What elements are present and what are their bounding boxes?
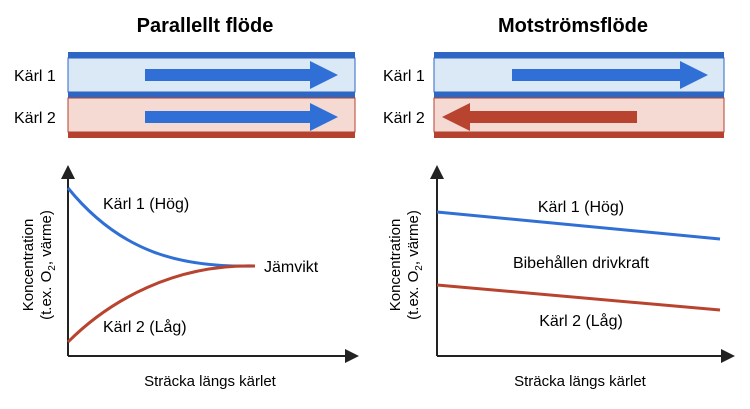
vessel2-bottom-wall [68, 132, 355, 138]
svg-text:Koncentration: Koncentration [20, 219, 37, 312]
series-label-vessel1: Kärl 1 (Hög) [103, 196, 189, 213]
vessel1-top-wall [68, 52, 355, 58]
parallel-title: Parallellt flöde [137, 15, 274, 37]
arrow-right-icon [145, 61, 338, 89]
countercurrent-title: Motströmsflöde [498, 15, 648, 37]
countercurrent-vessel2-label: Kärl 2 [383, 110, 425, 127]
series-label-vessel1: Kärl 1 (Hög) [538, 199, 624, 216]
series-label-vessel2: Kärl 2 (Låg) [103, 318, 187, 336]
vessel1-bottom-wall [434, 92, 724, 98]
series-label-vessel2: Kärl 2 (Låg) [539, 312, 623, 330]
svg-text:(t.ex. O2, värme): (t.ex. O2, värme) [405, 210, 425, 320]
svg-text:Koncentration: Koncentration [387, 219, 404, 312]
arrow-right-icon [512, 61, 708, 89]
arrow-right-icon [145, 103, 338, 131]
vessel1-top-wall [434, 52, 724, 58]
y-axis-label: Koncentration (t.ex. O2, värme) [20, 210, 58, 320]
y-axis-label: Koncentration (t.ex. O2, värme) [387, 210, 425, 320]
x-axis-label: Sträcka längs kärlet [144, 373, 277, 390]
arrow-left-icon [442, 103, 637, 131]
annotation-driving-force: Bibehållen drivkraft [513, 254, 650, 272]
countercurrent-vessel1-label: Kärl 1 [383, 68, 425, 85]
series-line-vessel2 [436, 283, 721, 312]
parallel-vessels [67, 52, 356, 138]
vessel1-bottom-wall [68, 92, 355, 98]
series-line-vessel2 [66, 264, 256, 344]
parallel-chart: Kärl 1 (Hög) Kärl 2 (Låg) Jämvikt Sträck… [20, 165, 359, 390]
series-line-vessel1 [436, 210, 721, 241]
x-axis-label: Sträcka längs kärlet [514, 373, 647, 390]
annotation-equilibrium: Jämvikt [264, 259, 319, 276]
vessel2-bottom-wall [434, 132, 724, 138]
svg-text:(t.ex. O2, värme): (t.ex. O2, värme) [38, 210, 58, 320]
parallel-vessel1-label: Kärl 1 [14, 68, 56, 85]
parallel-vessel2-label: Kärl 2 [14, 110, 56, 127]
countercurrent-chart: Kärl 1 (Hög) Kärl 2 (Låg) Bibehållen dri… [387, 165, 735, 390]
countercurrent-vessels [433, 52, 725, 138]
